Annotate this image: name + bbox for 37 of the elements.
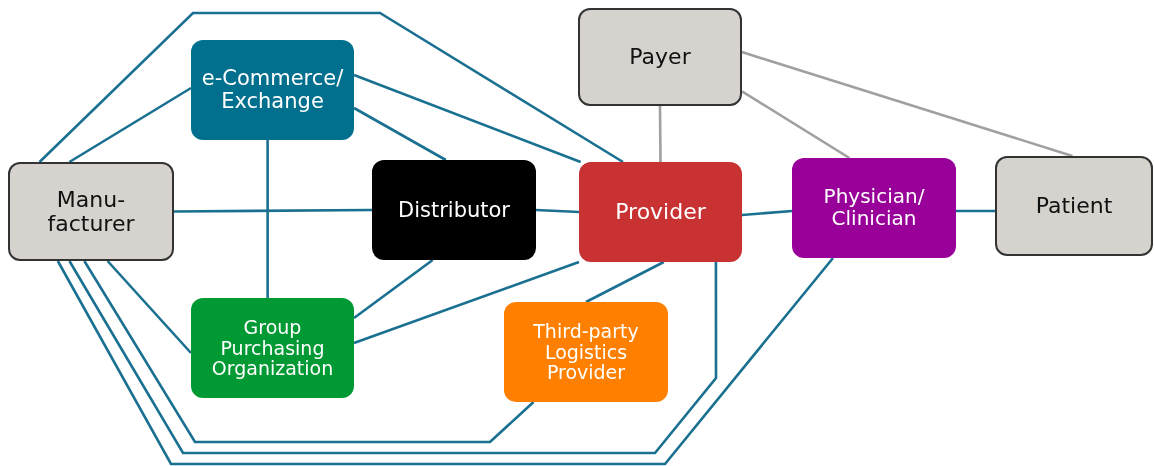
node-box (191, 40, 354, 140)
node-box (578, 8, 742, 106)
connector-line (353, 106, 447, 162)
node-box (792, 158, 956, 258)
node-box (8, 162, 174, 261)
connector-line (956, 209, 995, 213)
connector-line (353, 260, 580, 345)
node-label: Manu- facturer (46, 187, 136, 236)
node-label: Provider (615, 200, 706, 224)
connector-line (741, 209, 793, 217)
connector-line (106, 260, 192, 354)
node-box (372, 160, 536, 260)
connector-line (68, 260, 718, 455)
node-label: e-Commerce/ Exchange (200, 67, 345, 113)
connector-line (56, 257, 834, 466)
node-box (579, 162, 742, 262)
node-label: Payer (629, 45, 691, 69)
connector-line (585, 260, 665, 304)
node-label: Patient (1035, 194, 1113, 218)
node-box (191, 298, 354, 398)
node-label: Group Purchasing Organization (210, 317, 335, 379)
node-label: Physician/ Clinician (822, 186, 926, 230)
connector-line (658, 106, 662, 162)
connector-line (741, 90, 851, 160)
connector-line (38, 11, 624, 164)
connector-line (83, 260, 535, 444)
node-box (995, 156, 1153, 256)
connector-line (68, 86, 192, 164)
connector-line (174, 208, 372, 213)
node-label: Distributor (398, 198, 510, 222)
node-box (504, 302, 668, 402)
connector-line (353, 73, 582, 164)
connector-line (741, 50, 1073, 158)
connector-line (353, 258, 434, 320)
connector-line (266, 140, 269, 298)
node-label: Third-party Logistics Provider (532, 321, 640, 383)
connector-line (535, 208, 580, 214)
